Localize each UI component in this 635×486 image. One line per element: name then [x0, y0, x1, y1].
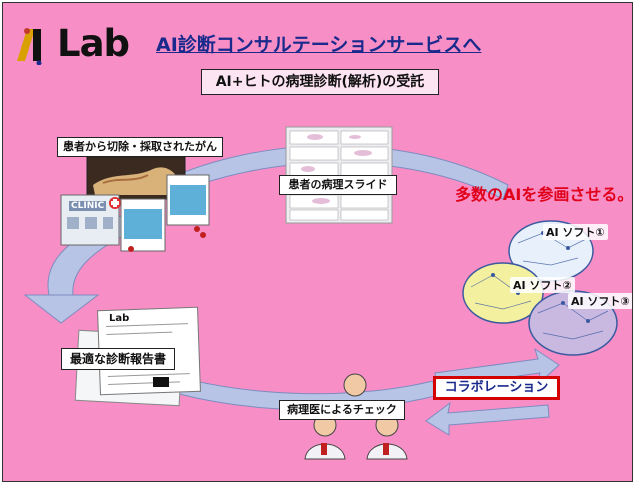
- label-patient-tissue: 患者から切除・採取されたがん: [57, 137, 223, 157]
- label-ai-soft-2: AI ソフト②: [510, 277, 575, 293]
- logo-mark-icon: [17, 28, 42, 65]
- label-pathologist-check: 病理医によるチェック: [279, 400, 405, 420]
- lab-logo: Lab: [13, 21, 130, 65]
- clinic-sign: CLINIC: [69, 201, 107, 211]
- label-diagnostic-report: 最適な診断報告書: [61, 348, 175, 370]
- label-multi-ai: 多数のAIを参画させる。: [455, 185, 633, 204]
- ai-brain-graphics: [462, 220, 618, 356]
- cycle-arrow-top: [162, 145, 509, 200]
- label-collaboration: コラボレーション: [433, 376, 560, 400]
- logo-text: Lab: [57, 21, 130, 65]
- subtitle-box: AI+ヒトの病理診断(解析)の受託: [201, 69, 439, 95]
- patient-chart-images: [120, 174, 210, 252]
- collab-arrow-left: [425, 401, 550, 436]
- label-ai-soft-1: AI ソフト①: [543, 224, 608, 240]
- headline: AI診断コンサルテーションサービスへ: [156, 34, 482, 56]
- label-ai-soft-3: AI ソフト③: [568, 293, 632, 309]
- label-pathology-slides: 患者の病理スライド: [279, 175, 397, 195]
- cycle-arrowhead-left: [23, 294, 100, 324]
- report-logo: Lab: [109, 313, 130, 324]
